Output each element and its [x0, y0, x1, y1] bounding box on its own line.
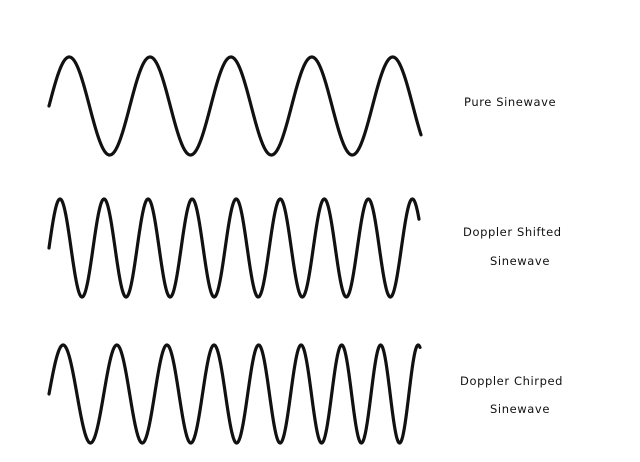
doppler-shifted-sinewave-curve: [47, 197, 421, 299]
doppler-shifted-label-line2: Sinewave: [490, 254, 550, 268]
doppler-shifted-label-line1: Doppler Shifted: [463, 225, 562, 239]
doppler-chirped-sinewave-curve: [47, 343, 422, 445]
pure-sinewave-label: Pure Sinewave: [464, 95, 557, 109]
doppler-chirped-label-line2: Sinewave: [490, 402, 550, 416]
pure-sinewave-curve: [47, 55, 423, 157]
doppler-chirped-label-line1: Doppler Chirped: [460, 374, 564, 388]
